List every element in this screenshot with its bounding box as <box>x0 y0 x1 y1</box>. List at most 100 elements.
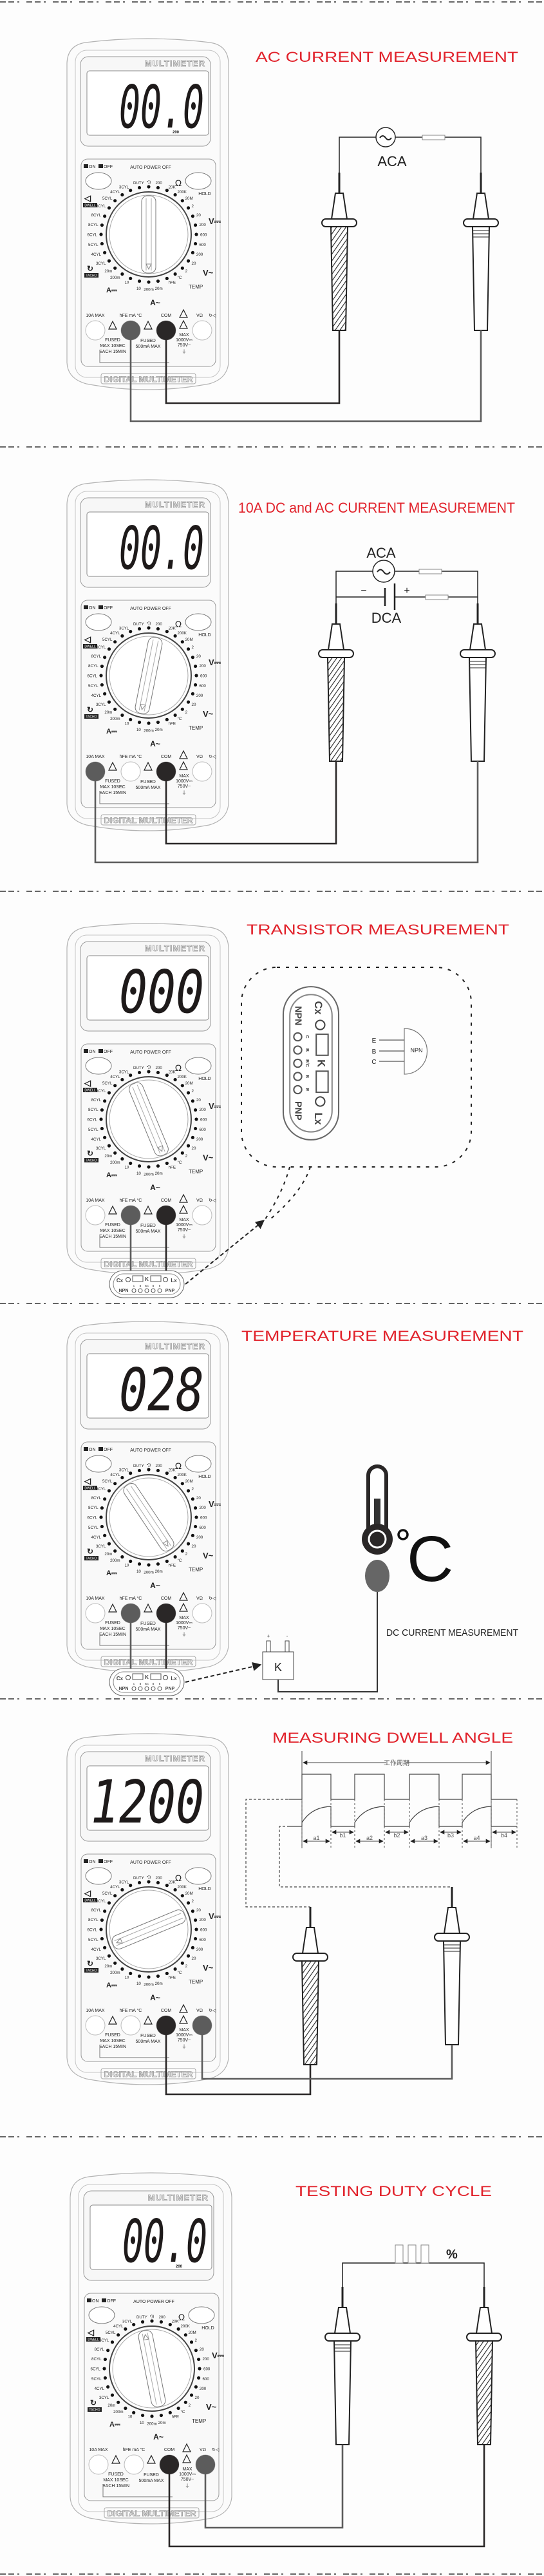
dial-scale: •))20020K200K20M220200600600200202°ChFE2… <box>88 180 207 292</box>
power-button[interactable] <box>85 172 112 190</box>
plug-pin <box>266 1640 271 1653</box>
dial-position-dot <box>193 1524 198 1529</box>
rotary-dial-ring <box>109 636 189 715</box>
socket-npn-label: NPN <box>292 1006 303 1025</box>
hold-button[interactable] <box>185 1867 212 1885</box>
dial-knob[interactable] <box>141 195 156 274</box>
jack-ma[interactable] <box>120 761 141 782</box>
meter-frame <box>75 50 221 378</box>
jack-v-ohm[interactable] <box>192 1205 212 1226</box>
dial-position-label: 200m <box>144 1571 153 1575</box>
socket-inner <box>113 1273 181 1295</box>
v-ac-label: V~ <box>203 1963 214 1973</box>
power-button[interactable] <box>85 1057 112 1075</box>
dial-position-dot <box>156 1562 160 1566</box>
dial-position-dot <box>173 1888 177 1892</box>
dial-position-label: 20 <box>195 2396 200 2400</box>
dial-position-label: 20 <box>192 1146 196 1151</box>
ohm-label: Ω <box>178 2312 185 2322</box>
hold-button[interactable] <box>185 172 212 190</box>
v-dc-label: V⎓ <box>209 658 221 667</box>
jack-v-ohm[interactable] <box>192 320 212 341</box>
tach-badge <box>84 714 98 719</box>
tach-icon: ↻ <box>87 264 93 273</box>
dial-position-dot <box>117 2333 120 2337</box>
open-segment-label: b2 <box>393 1832 400 1839</box>
warning-icon <box>179 750 188 759</box>
dial-position-label: 6CYL <box>96 1089 106 1094</box>
dial-position-label: 8CYL <box>91 654 102 659</box>
max-voltage-line: MAX <box>179 333 189 337</box>
dial-knob[interactable] <box>138 2329 167 2408</box>
model-plate-label: DIGITAL MULTIMETER <box>104 2070 193 2079</box>
dial-position-dot <box>176 2327 180 2331</box>
jack-10a[interactable] <box>88 2454 109 2475</box>
jack-ma[interactable] <box>120 2015 141 2036</box>
dial-position-label: •)) <box>147 621 151 626</box>
auto-power-off-label: AUTO POWER OFF <box>130 607 171 611</box>
dial-knob[interactable] <box>122 1481 176 1553</box>
dial-position-label: 20m <box>155 728 163 732</box>
power-button[interactable] <box>85 1867 112 1885</box>
dial-position-label: 4CYL <box>113 2324 124 2329</box>
dial-position-dot <box>194 1117 198 1121</box>
dial-knob[interactable] <box>127 1081 170 1157</box>
socket-pin-hole <box>293 1045 303 1055</box>
power-button[interactable] <box>85 613 112 631</box>
power-button[interactable] <box>88 2306 115 2324</box>
hold-button[interactable] <box>185 1455 212 1473</box>
dial-position-dot <box>102 2367 106 2371</box>
dwell-badge <box>86 2337 100 2342</box>
dial-scale: •))20020K200K20M220200600600200202°ChFE2… <box>91 2315 211 2427</box>
dial-position-dot <box>113 199 117 203</box>
jack-10a[interactable] <box>85 1205 106 1226</box>
dial-position-label: 2 <box>192 1899 194 1904</box>
power-button[interactable] <box>85 1455 112 1473</box>
dial-knob[interactable] <box>110 1908 187 1951</box>
dial-position-dot <box>165 1971 169 1975</box>
dial-position-label: 20m <box>155 287 163 291</box>
dial-position-label: 2 <box>185 1154 188 1159</box>
dial-position-label: 600 <box>199 1526 206 1530</box>
probe-finger-guard <box>466 2333 502 2342</box>
dial-position-dot <box>147 1880 151 1884</box>
dial-position-label: 5CYL <box>91 2377 102 2382</box>
ground-icon: ⏚ <box>182 2044 187 2049</box>
dial-position-label: 8CYL <box>88 223 98 227</box>
transistor-lead-label: E <box>372 1037 377 1045</box>
dial-position-dot <box>186 1542 191 1546</box>
dial-scale: •))20020K200K20M220200600600200202°ChFE2… <box>88 1875 207 1987</box>
dial-position-dot <box>191 1533 194 1537</box>
fuse-10a-line: MAX 10SEC <box>103 2478 128 2483</box>
socket-pin-label: B <box>305 1048 310 1052</box>
hold-button[interactable] <box>188 2306 215 2324</box>
jack-ma[interactable] <box>124 2454 144 2475</box>
dial-pointer-icon <box>156 1145 163 1152</box>
jack-10a[interactable] <box>85 2015 106 2036</box>
hold-button[interactable] <box>185 1057 212 1075</box>
jack-v-ohm[interactable] <box>192 1603 212 1624</box>
model-plate-label: DIGITAL MULTIMETER <box>104 1658 193 1667</box>
ohm-label: Ω <box>175 1461 182 1471</box>
jack-label-10a: 10A MAX <box>86 1198 105 1203</box>
dial-knob[interactable] <box>135 636 164 715</box>
dial-position-dot <box>120 1157 124 1161</box>
hold-button[interactable] <box>185 613 212 631</box>
dial-position-dot <box>99 232 103 236</box>
transistor-lead-label: B <box>372 1048 377 1056</box>
rotary-dial-ring <box>109 1889 189 1969</box>
socket-pin-label: C <box>133 1683 135 1685</box>
socket-outline <box>109 1668 185 1696</box>
socket-lx-label: Lx <box>312 1113 324 1125</box>
jack-10a[interactable] <box>85 320 106 341</box>
jack-v-ohm[interactable] <box>192 761 212 782</box>
dial-position-label: °C <box>177 717 182 721</box>
dial-position-label: 8CYL <box>88 1506 98 1510</box>
dial-position-dot <box>99 1515 103 1519</box>
probe-finger-guard <box>321 218 357 227</box>
dwell-label: DWELL <box>84 645 95 649</box>
max-voltage-line: 750V~ <box>178 1626 191 1631</box>
jack-10a[interactable] <box>85 1603 106 1624</box>
